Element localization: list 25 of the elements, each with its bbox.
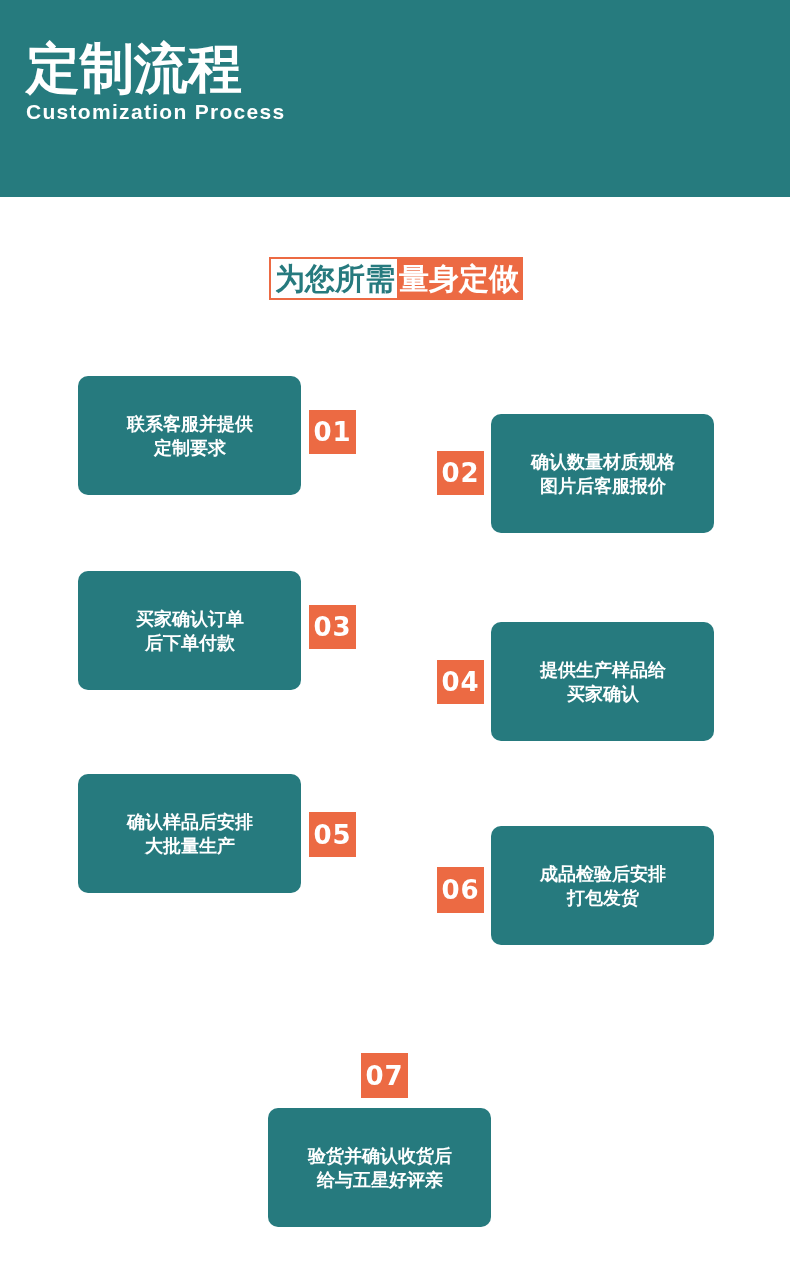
step-number: 05 bbox=[309, 812, 356, 857]
step-box bbox=[78, 774, 301, 893]
step-box bbox=[491, 826, 714, 945]
step-number: 07 bbox=[361, 1053, 408, 1098]
step-text: 联系客服并提供定制要求 bbox=[125, 411, 254, 460]
step-number: 02 bbox=[437, 451, 484, 495]
step-text: 确认样品后安排大批量生产 bbox=[125, 809, 254, 858]
slogan-text: 为您所需 bbox=[269, 257, 397, 300]
step-box bbox=[78, 571, 301, 690]
step-number: 06 bbox=[437, 867, 484, 913]
step-number: 04 bbox=[437, 660, 484, 704]
step-text: 确认数量材质规格图片后客服报价 bbox=[529, 449, 676, 498]
step-text: 验货并确认收货后给与五星好评亲 bbox=[306, 1143, 453, 1192]
step-box bbox=[491, 414, 714, 533]
slogan-highlight: 量身定做 bbox=[397, 257, 523, 300]
step-text: 买家确认订单后下单付款 bbox=[134, 606, 245, 655]
subtitle: Customization Process bbox=[26, 101, 286, 122]
step-number: 01 bbox=[309, 410, 356, 454]
step-number: 03 bbox=[309, 605, 356, 649]
step-box bbox=[78, 376, 301, 495]
title: 定制流程 bbox=[26, 42, 242, 96]
step-text: 成品检验后安排打包发货 bbox=[538, 861, 667, 910]
step-box bbox=[491, 622, 714, 741]
step-box bbox=[268, 1108, 491, 1227]
step-text: 提供生产样品给买家确认 bbox=[538, 657, 667, 706]
